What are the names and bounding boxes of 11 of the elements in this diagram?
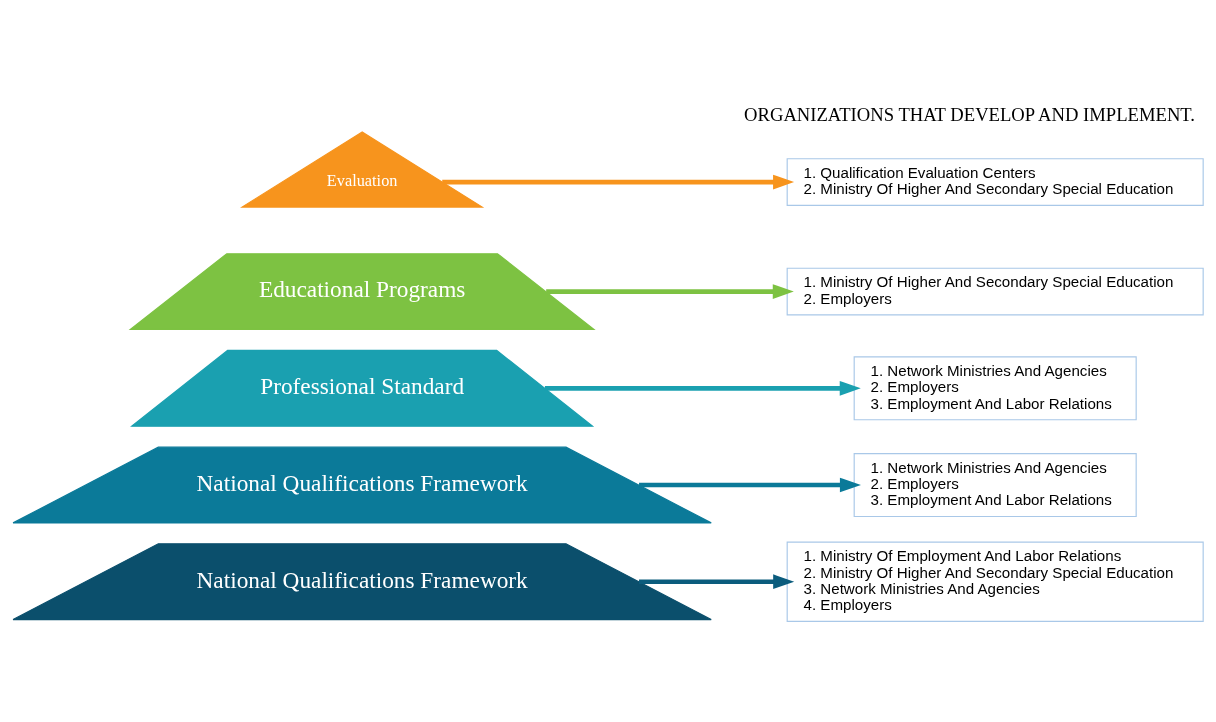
node-box: 1. Network Ministries And Agencies 2. Employers 3. Employment And Labor Relations [853, 452, 1137, 517]
diagram-title: ORGANIZATIONS THAT DEVELOP AND IMPLEMENT. [744, 103, 1196, 125]
node-box: 1. Ministry Of Employment And Labor Relations 2. Ministry Of Higher And Secondary Special Education 3. Network Ministries And Agencies 4. Employers [786, 541, 1204, 622]
node-box: 1. Network Ministries And Agencies 2. Employers 3. Employment And Labor Relations [853, 355, 1137, 420]
arrow [546, 283, 794, 299]
arrow [639, 477, 861, 492]
arrow [442, 174, 795, 189]
arrow [639, 573, 795, 589]
arrow [544, 380, 861, 396]
node-box: 1. Ministry Of Higher And Secondary Special Education 2. Employers [786, 267, 1204, 315]
node-box: 1. Qualification Evaluation Centers 2. Ministry Of Higher And Secondary Special Education [786, 157, 1204, 206]
